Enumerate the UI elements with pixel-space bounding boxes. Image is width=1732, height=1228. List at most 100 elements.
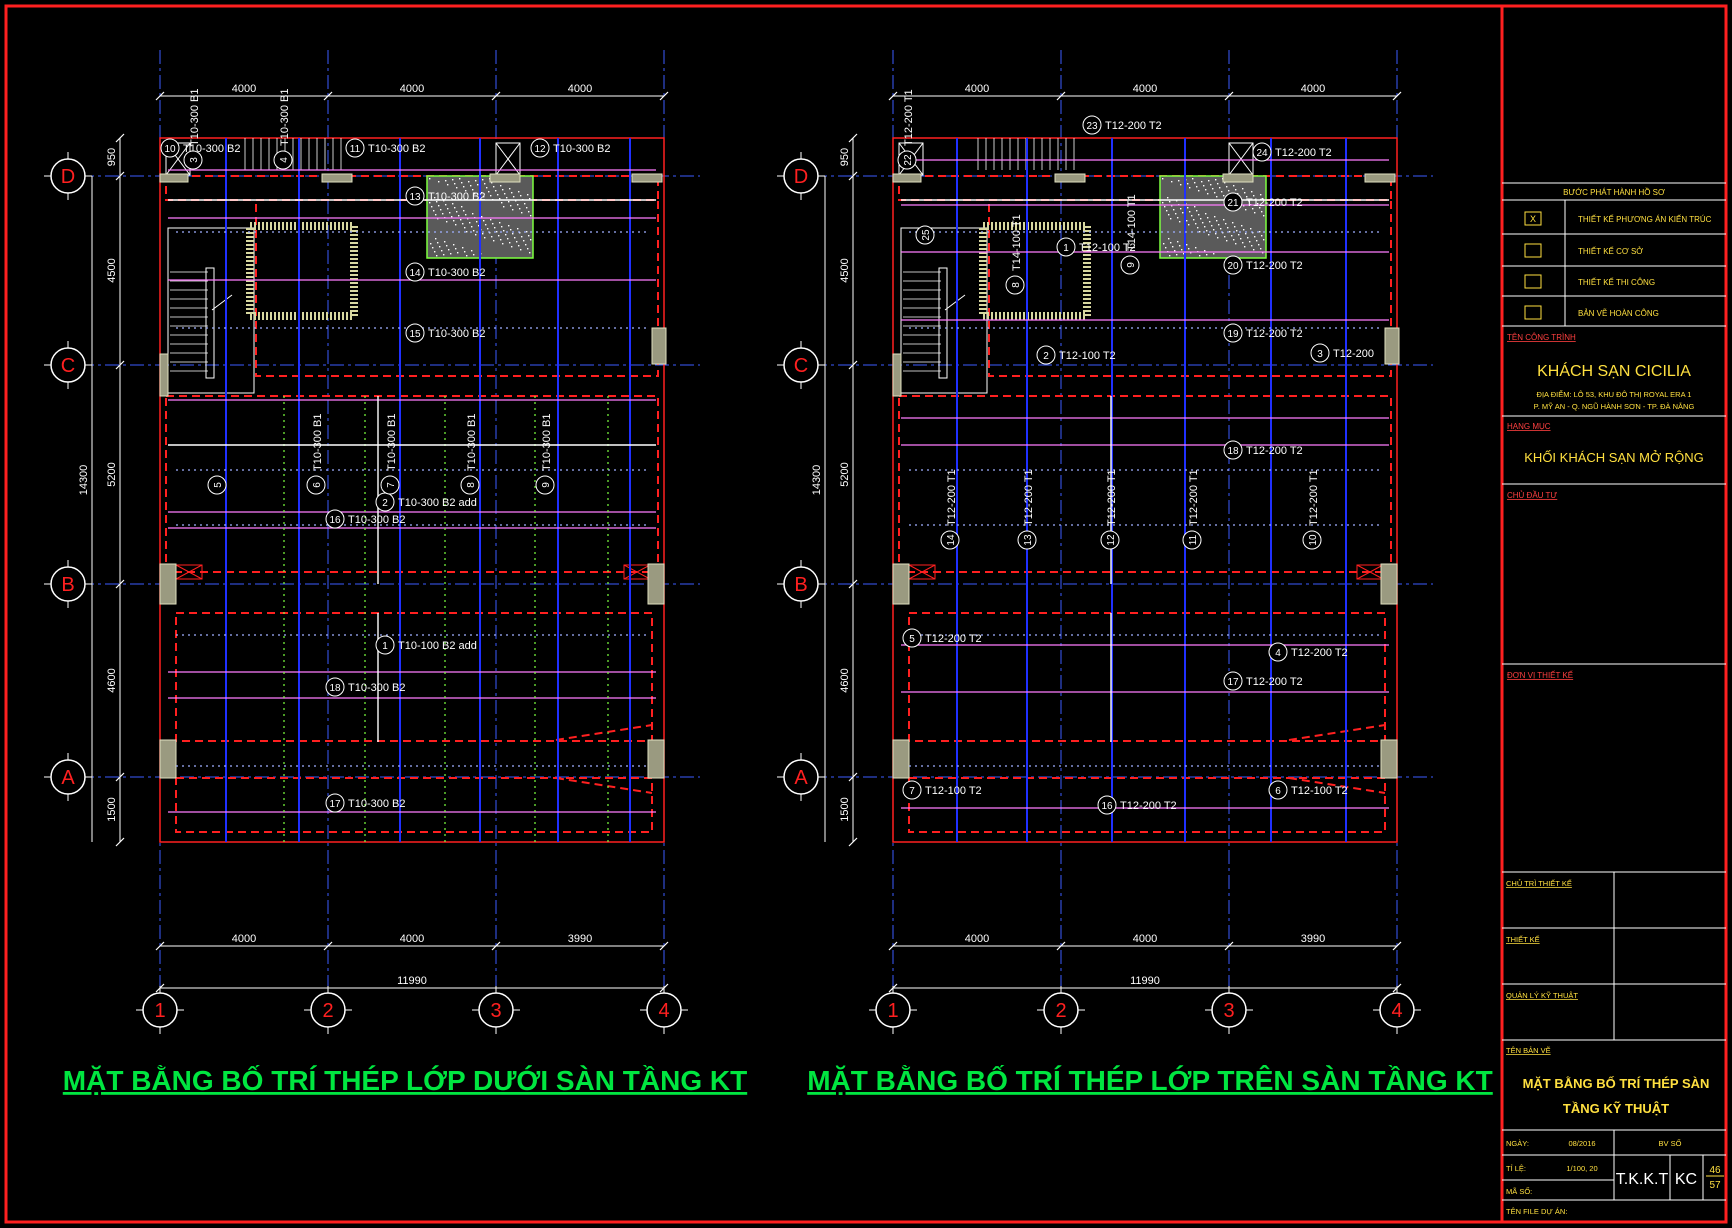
axis-label-col: 2 [322,1000,333,1022]
opening-hatch-dot [1175,213,1177,215]
sheet-number: 46 [1709,1165,1721,1176]
checkbox-icon[interactable] [1524,305,1542,320]
dimension-tick [659,91,669,101]
dimension-label-top: 4000 [400,83,424,95]
checkbox-icon[interactable] [1524,243,1542,258]
opening-hatch-dot [1216,220,1218,222]
beam-cross [908,564,936,580]
opening-hatch-dot [517,228,519,230]
slab-outline [159,137,665,843]
opening-hatch-dot [442,213,444,215]
opening-hatch-dot [481,216,483,218]
opening-hatch-dot [1206,230,1208,232]
opening-hatch-dot [1176,254,1178,256]
opening-hatch-dot [517,204,519,206]
opening-hatch-dot [473,254,475,256]
opening-hatch-dot [1170,218,1172,220]
opening-hatch-dot [1253,249,1255,251]
opening-hatch-dot [521,212,523,214]
opening-hatch-dot [473,230,475,232]
opening-hatch-dot [1202,222,1204,224]
checkbox-icon[interactable] [1524,274,1542,289]
rebar-spec-label-vertical: T14-100 T1 [1126,194,1138,251]
opening-hatch-dot [1229,231,1231,233]
opening-hatch-dot [1193,219,1195,221]
rebar-mark-bubble [405,262,425,282]
rebar-mark-number: 14 [409,268,421,279]
dimension-label-bottom: 4000 [400,933,424,945]
beam-cross [175,564,203,580]
axis-label-col: 1 [154,1000,165,1022]
opening-hatch-dot [526,231,528,233]
axis-bubble-row [783,158,819,194]
rebar-spec-label-vertical: T12-200 T1 [1308,469,1320,526]
rebar-spec-label-vertical: T10-300 B1 [189,89,201,146]
opening-hatch-dot [511,192,513,194]
rebar-mark-number: 1 [382,641,388,652]
rebar-mark-number: 9 [541,482,552,488]
opening-hatch-dot [1204,226,1206,228]
rebar-mark-bubble [160,138,180,158]
rebar-mark-number: 11 [350,144,361,155]
opening-hatch-dot [1214,216,1216,218]
rebar-mark-bubble [1310,343,1330,363]
sheet-border [4,4,1728,1224]
opening-hatch-dot [1187,207,1189,209]
rebar-mark-number: 3 [189,157,200,163]
opening-hatch-dot [494,227,496,229]
rebar-mark-number: 15 [409,329,421,340]
dimension-tick [1056,941,1066,951]
opening-hatch-dot [446,245,448,247]
rebar-spec-label-vertical: T10-300 B1 [541,414,553,471]
rebar-spec-label: T10-300 B2 [428,191,485,203]
opening-hatch-dot [1219,187,1221,189]
slab-panel-middle [898,395,1392,573]
opening-hatch-dot [459,178,461,180]
rebar-mark-bubble [1120,255,1140,275]
opening-hatch-dot [462,247,464,249]
axis-bubble-row [783,759,819,795]
rebar-mark-number: 18 [1227,446,1239,457]
code-label: MÃ SỐ: [1506,1186,1532,1196]
axis-bubble-row [50,566,86,602]
rebar-spec-label-vertical: T10-300 B1 [466,414,478,471]
opening-hatch-dot [1242,242,1244,244]
axis-label-row: D [794,166,808,188]
opening-hatch-dot [434,251,436,253]
dimension-tick [848,837,858,847]
opening-hatch-dot [1233,185,1235,187]
opening-hatch-dot [471,250,473,252]
opening-hatch-dot [1243,229,1245,231]
axis-label-col: 3 [490,1000,501,1022]
slab-step-line [1288,724,1386,741]
dimension-tick [1392,941,1402,951]
dimension-label-bottom: 3990 [568,933,592,945]
drawing-name-2: TẦNG KỸ THUẬT [1563,1101,1669,1116]
stair-rail [938,267,948,379]
opening-hatch-dot [1262,252,1264,254]
rebar-mark-bubble [1223,323,1243,343]
opening-hatch-dot [1187,183,1189,185]
opening-hatch-dot [1257,203,1259,205]
checkbox-icon[interactable] [1524,211,1542,226]
rebar-mark-number: 7 [909,786,915,797]
opening-hatch-dot [1247,237,1249,239]
opening-hatch-dot [482,233,484,235]
opening-hatch-dot [514,237,516,239]
opening-hatch-dot [485,224,487,226]
opening-hatch-dot [507,238,509,240]
rebar-mark-number: 16 [1101,801,1113,812]
opening-hatch-dot [530,239,532,241]
drawing-name-1: MẶT BẰNG BỐ TRÍ THÉP SÀN [1523,1076,1710,1091]
opening-hatch-dot [452,179,454,181]
opening-hatch-dot [458,215,460,217]
opening-hatch-dot [1181,249,1183,251]
opening-hatch-dot [1240,238,1242,240]
dimension-tick [848,133,858,143]
opening-hatch-dot [528,211,530,213]
opening-hatch-dot [463,186,465,188]
elevator-shaft-wall [246,222,358,320]
opening-hatch-dot [483,196,485,198]
opening-hatch-dot [464,251,466,253]
